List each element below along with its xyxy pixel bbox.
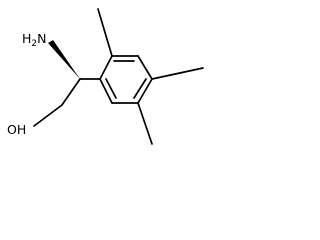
chemical-structure: H2N OH <box>7 8 204 145</box>
ring-bond-4 <box>137 78 153 104</box>
stereo-wedge-bond <box>48 40 80 79</box>
ring-bond-5 <box>137 55 153 80</box>
ring-bond-2 <box>99 78 113 104</box>
ring-double-bond-b <box>133 78 147 99</box>
hydroxyl-label: OH <box>7 122 26 137</box>
ring-double-bond-c <box>105 78 117 99</box>
ch2-to-oh-bond <box>33 104 63 127</box>
amine-label: H2N <box>22 31 47 49</box>
ring-bond-1 <box>99 55 113 80</box>
stereocenter-to-ch2-bond <box>61 78 81 106</box>
methyl-bond-bottom <box>137 102 153 145</box>
methyl-bond-right <box>151 67 204 80</box>
methyl-bond-top <box>97 8 113 57</box>
